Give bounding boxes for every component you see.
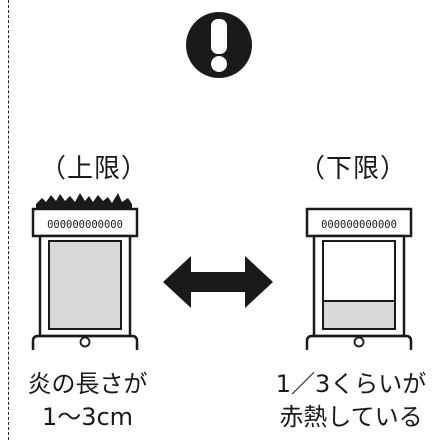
upper-limit-heading: （上限）	[40, 154, 149, 184]
flame-icon	[36, 193, 132, 210]
upper-caption-line2: 1～3cm	[41, 403, 134, 431]
burner-upper-limit: 000000000000	[31, 193, 139, 350]
exclamation-circle-icon	[186, 12, 252, 78]
grille-digits: 000000000000	[321, 219, 397, 231]
grille-digits: 000000000000	[47, 219, 123, 231]
dashed-divider	[8, 0, 9, 440]
upper-caption-line1: 炎の長さが	[27, 370, 148, 398]
burner-lower-limit: 000000000000	[305, 207, 413, 350]
lower-limit-heading: （下限）	[299, 154, 408, 184]
lower-caption-line1: 1／3くらいが	[275, 370, 427, 398]
double-headed-arrow-icon	[163, 256, 273, 308]
lower-limit-caption: 1／3くらいが 赤熱している	[270, 368, 432, 434]
lower-caption-line2: 赤熱している	[279, 403, 423, 431]
upper-limit-caption: 炎の長さが 1～3cm	[20, 368, 155, 434]
